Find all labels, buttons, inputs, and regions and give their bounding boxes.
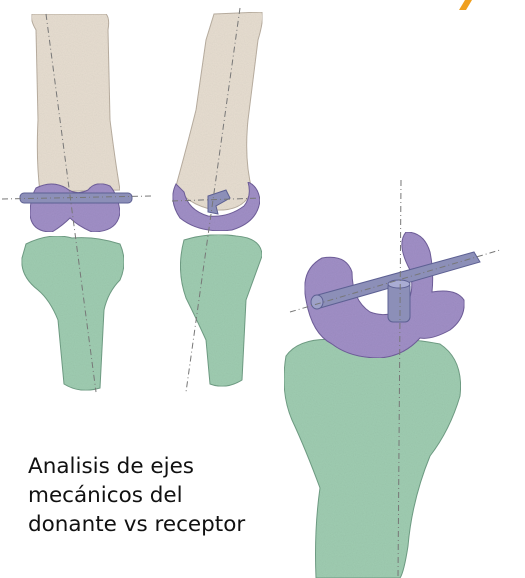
axis-vertical-front	[45, 13, 97, 393]
guide-side	[172, 181, 261, 232]
tibia-front	[21, 235, 125, 391]
side-view-knee	[171, 7, 263, 393]
rod-large-end	[310, 294, 324, 310]
axis-horizontal-large	[289, 249, 501, 313]
caption: Analisis de ejes mecánicos del donante v…	[28, 452, 288, 539]
rod-large-post-top	[387, 279, 411, 289]
caption-line-1: Analisis de ejes	[28, 454, 195, 479]
tibia-large	[283, 338, 462, 578]
axis-horizontal-side	[171, 197, 263, 202]
tibia-side	[180, 234, 263, 387]
recipient-tibia-with-guide	[283, 179, 501, 578]
accent-mark	[459, 0, 472, 10]
caption-line-2: mecánicos del	[28, 483, 183, 508]
front-view-knee	[1, 13, 153, 393]
axis-vertical-large	[397, 179, 402, 578]
rod-side	[207, 189, 231, 215]
femur-front	[31, 13, 121, 193]
caption-line-3: donante vs receptor	[28, 512, 246, 537]
femur-side	[175, 11, 263, 211]
